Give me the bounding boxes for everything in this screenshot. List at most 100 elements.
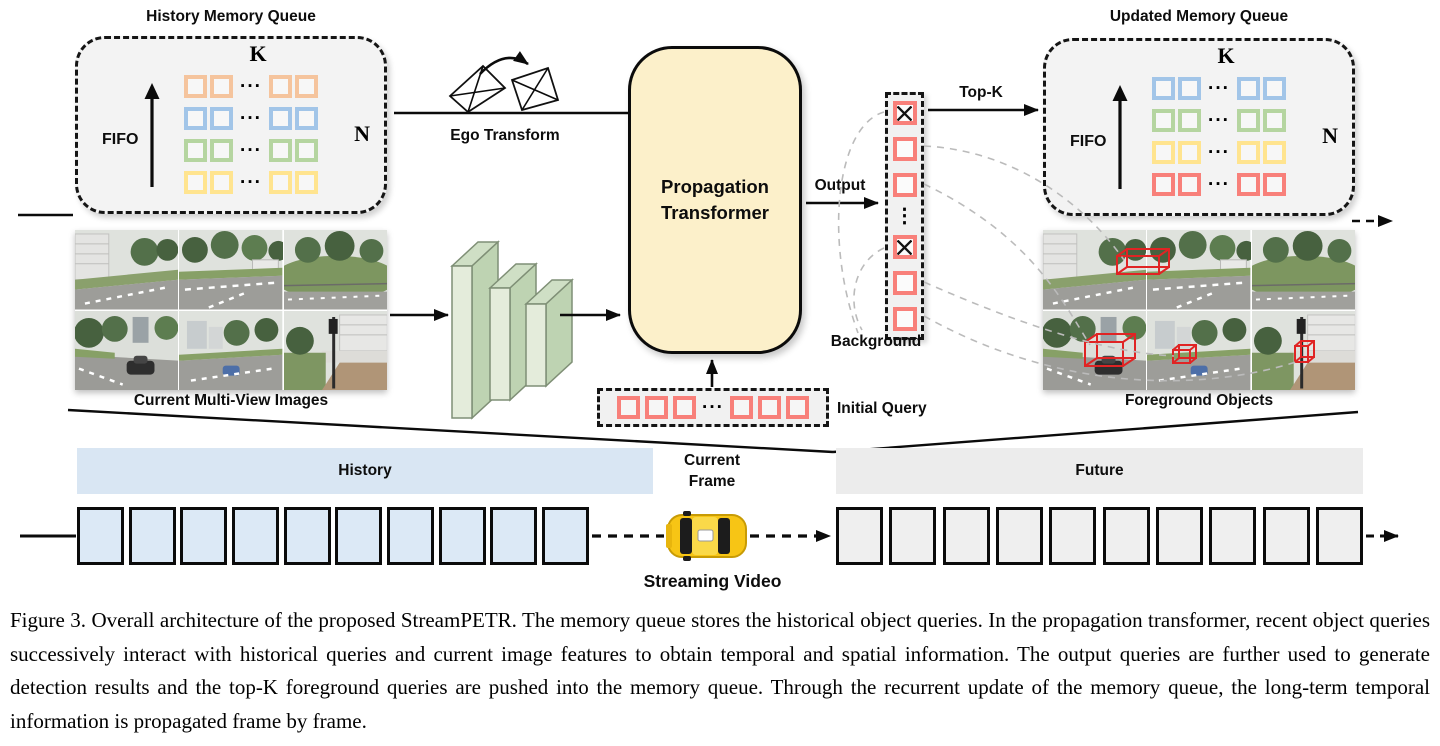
output-label: Output — [814, 177, 866, 194]
memory-query-token — [269, 171, 292, 194]
video-frame — [335, 507, 383, 565]
video-frame — [1262, 507, 1310, 565]
memory-query-token — [210, 75, 233, 98]
fifo-label: FIFO — [102, 131, 139, 148]
background-label: Background — [830, 333, 922, 350]
memory-query-token — [1152, 173, 1175, 196]
memory-query-token — [295, 75, 318, 98]
initial-query-label: Initial Query — [837, 400, 927, 417]
memory-query-token — [1152, 141, 1175, 164]
foreground-objects-images — [1043, 230, 1355, 390]
video-frame — [836, 507, 883, 565]
history-memory-queue-title: History Memory Queue — [146, 8, 316, 25]
memory-query-token — [184, 107, 207, 130]
video-frame — [1049, 507, 1097, 565]
memory-token-grid: ··· ··· ··· ··· — [184, 75, 318, 194]
camera-view-tile — [75, 310, 179, 390]
ellipsis: ··· — [1208, 110, 1230, 131]
memory-query-token — [269, 139, 292, 162]
history-banner-label: History — [338, 462, 392, 479]
ellipsis: ··· — [240, 76, 262, 97]
fifo-arrow-icon — [144, 83, 160, 187]
video-frame — [942, 507, 990, 565]
memory-queue-row: ··· — [184, 107, 318, 130]
camera-view-tile — [283, 310, 387, 390]
background-query-token — [892, 235, 917, 259]
updated-memory-queue: K N FIFO ············ — [1043, 38, 1355, 216]
ellipsis: ··· — [702, 396, 724, 418]
camera-view-tile — [1147, 310, 1251, 390]
memory-query-token — [1263, 77, 1286, 100]
foreground-objects-label: Foreground Objects — [1124, 392, 1274, 409]
video-frame — [1155, 507, 1203, 565]
memory-query-token — [1178, 77, 1201, 100]
video-frame — [231, 507, 279, 565]
ego-transform-label: Ego Transform — [450, 127, 560, 144]
camera-view-tile — [1147, 230, 1251, 310]
memory-query-token — [184, 75, 207, 98]
camera-view-tile — [179, 310, 283, 390]
memory-query-token — [1178, 173, 1201, 196]
fifo-label: FIFO — [1070, 133, 1107, 150]
memory-query-token — [1263, 109, 1286, 132]
initial-query-token — [617, 396, 640, 419]
camera-view-tile — [1043, 230, 1147, 310]
memory-token-grid: ············ — [1152, 77, 1286, 196]
memory-query-token — [1237, 109, 1260, 132]
foreground-query-token — [892, 271, 917, 295]
video-frame — [77, 507, 124, 565]
ellipsis: ··· — [1208, 142, 1230, 163]
memory-queue-row: ··· — [184, 171, 318, 194]
memory-query-token — [184, 171, 207, 194]
ellipsis: ··· — [240, 172, 262, 193]
memory-query-token — [1237, 141, 1260, 164]
camera-view-tile — [283, 230, 387, 310]
memory-query-token — [210, 107, 233, 130]
foreground-query-token — [892, 307, 917, 331]
memory-query-token — [1152, 109, 1175, 132]
n-label: N — [1322, 123, 1338, 148]
video-frame — [180, 507, 228, 565]
video-frame — [1102, 507, 1150, 565]
ego-car-icon — [666, 511, 747, 561]
initial-query-strip: ··· — [597, 388, 829, 427]
video-frame — [283, 507, 331, 565]
memory-query-token — [295, 139, 318, 162]
foreground-query-token — [892, 173, 917, 197]
fifo-arrow-icon — [1112, 85, 1128, 189]
video-frame — [541, 507, 589, 565]
memory-queue-row: ··· — [1152, 109, 1286, 132]
video-frame — [1209, 507, 1257, 565]
memory-query-token — [1152, 77, 1175, 100]
initial-query-token — [786, 396, 809, 419]
video-frame — [128, 507, 176, 565]
memory-query-token — [295, 107, 318, 130]
camera-view-tile — [75, 230, 179, 310]
memory-queue-row: ··· — [184, 139, 318, 162]
memory-query-token — [1178, 141, 1201, 164]
memory-query-token — [184, 139, 207, 162]
current-multiview-images — [75, 230, 387, 390]
propagation-transformer-block: Propagation Transformer — [628, 46, 802, 354]
memory-query-token — [210, 171, 233, 194]
video-frame — [438, 507, 486, 565]
ellipsis: ··· — [240, 108, 262, 129]
output-query-column: ⋮ — [885, 92, 924, 340]
figure-caption: Figure 3. Overall architecture of the pr… — [10, 608, 1430, 733]
future-banner-label: Future — [1075, 462, 1124, 479]
background-x-icon — [897, 239, 912, 255]
background-query-token — [892, 101, 917, 125]
camera-view-tile — [1251, 230, 1355, 310]
memory-queue-row: ··· — [1152, 141, 1286, 164]
initial-query-token — [645, 396, 668, 419]
ellipsis: ··· — [1208, 174, 1230, 195]
future-frame-row — [836, 507, 1363, 565]
ellipsis: ··· — [240, 140, 262, 161]
memory-queue-row: ··· — [184, 75, 318, 98]
initial-query-token — [730, 396, 753, 419]
current-multiview-label: Current Multi-View Images — [133, 392, 329, 409]
n-label: N — [354, 121, 370, 146]
current-frame-label: Current Frame — [684, 452, 740, 490]
memory-query-token — [269, 75, 292, 98]
updated-memory-queue-title: Updated Memory Queue — [1109, 8, 1289, 25]
